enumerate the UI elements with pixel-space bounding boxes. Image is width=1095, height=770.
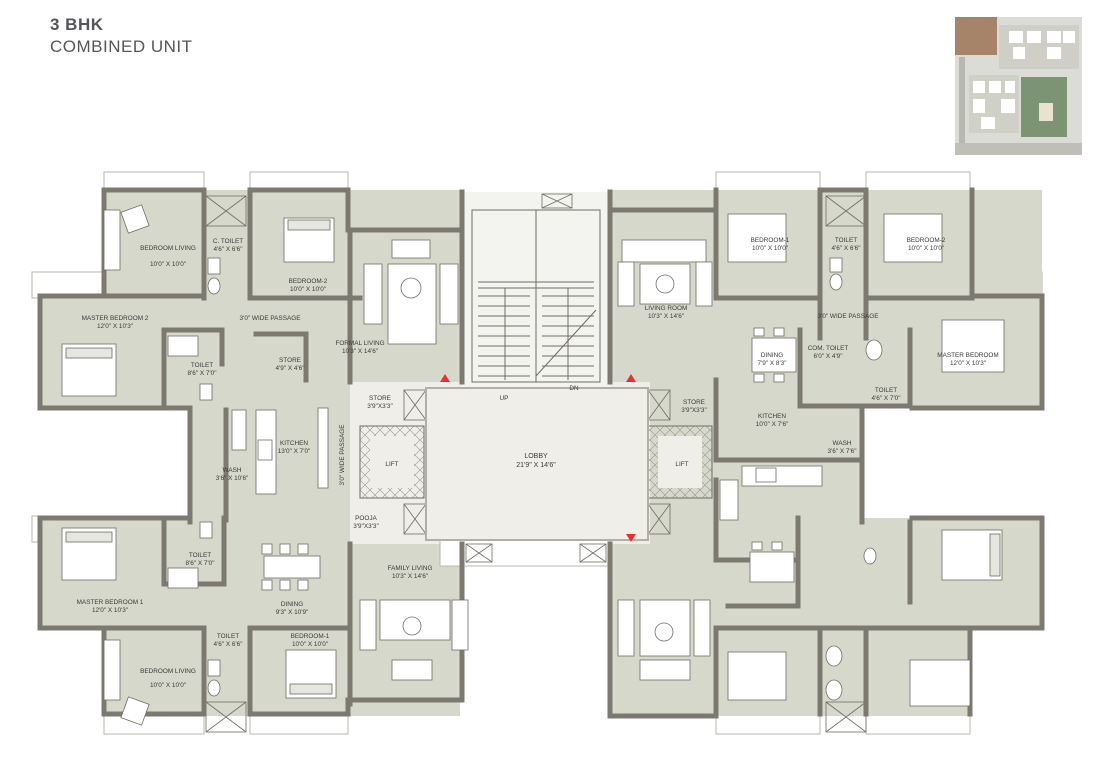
room-size: 10'0" X 10'0" [290, 286, 326, 293]
room-size: 8'6" X 7'0" [187, 370, 216, 377]
room-size: 3'9"X3'3" [367, 403, 392, 410]
room-label: BEDROOM-1 [751, 237, 790, 244]
lift-label: LIFT [675, 461, 688, 468]
keyplan-side-road [959, 57, 965, 143]
room-label: WASH [223, 467, 242, 474]
room-label: KITCHEN [280, 440, 308, 447]
room-size: 3'9"X3'3" [681, 407, 706, 414]
room-label: BEDROOM LIVING [140, 668, 196, 675]
room-size: 13'0" X 7'0" [278, 448, 311, 455]
room-size: 4'6" X 6'6" [831, 245, 860, 252]
kitchen-counters [231, 407, 823, 521]
room-label: MASTER BEDROOM 1 [77, 599, 144, 606]
key-plan-thumbnail [955, 17, 1082, 155]
room-label: STORE [369, 395, 391, 402]
lobby-size: 21'9" X 14'6" [516, 462, 556, 469]
living-furniture [103, 204, 713, 726]
room-label: DINING [281, 601, 303, 608]
room-size: 9'3" X 10'9" [276, 609, 309, 616]
room-label: STORE [683, 399, 705, 406]
room-size: 12'0" X 10'3" [92, 607, 128, 614]
room-size: 10'0" X 10'0" [908, 245, 944, 252]
room-size: 12'0" X 10'3" [97, 323, 133, 330]
room-label: BEDROOM-1 [291, 633, 330, 640]
room-size: 10'0" X 10'0" [150, 682, 186, 689]
room-size: 10'3" X 14'6" [342, 348, 378, 355]
room-label: BEDROOM-2 [907, 237, 946, 244]
room-label: POOJA [355, 515, 377, 522]
room-label: C. TOILET [213, 238, 243, 245]
room-label: WASH [833, 440, 852, 447]
room-label: FAMILY LIVING [388, 565, 433, 572]
keyplan-garden-feature [1039, 103, 1053, 121]
room-label: STORE [279, 357, 301, 364]
red-markers [440, 374, 636, 542]
room-label: TOILET [835, 237, 857, 244]
room-size: 4'6" X 7'0" [871, 395, 900, 402]
keyplan-road [955, 143, 1082, 155]
room-label: BEDROOM LIVING [140, 245, 196, 252]
room-label: KITCHEN [758, 413, 786, 420]
staircase [471, 209, 601, 383]
keyplan-brown-plot [955, 17, 997, 55]
room-size: 10'0" X 10'0" [150, 261, 186, 268]
room-size: 4'6" X 6'6" [213, 641, 242, 648]
room-size: 10'0" X 7'6" [756, 421, 789, 428]
room-size: 10'0" X 10'0" [292, 641, 328, 648]
room-label: TOILET [217, 633, 239, 640]
beds [61, 213, 1005, 707]
passage-label: 3'0" WIDE PASSAGE [339, 425, 346, 486]
room-size: 4'9" X 4'6" [275, 365, 304, 372]
room-label: LIVING ROOM [645, 305, 688, 312]
passage-label: 3'0" WIDE PASSAGE [818, 313, 879, 320]
stair-up-label: UP [500, 395, 509, 402]
keyplan-left-units [973, 81, 1015, 129]
room-size: 10'3" X 14'6" [648, 313, 684, 320]
room-label: MASTER BEDROOM [937, 352, 998, 359]
room-label: TOILET [875, 387, 897, 394]
lift-label: LIFT [385, 461, 398, 468]
dining-furniture [261, 327, 797, 591]
room-size: 10'3" X 14'6" [392, 573, 428, 580]
room-label: TOILET [191, 362, 213, 369]
keyplan-top-units [1009, 31, 1075, 59]
room-size: 3'6" X 10'6" [216, 475, 249, 482]
room-size: 12'0" X 10'3" [950, 360, 986, 367]
unit-type-title: 3 BHK [50, 15, 104, 34]
room-size: 8'6" X 7'0" [185, 560, 214, 567]
room-label: TOILET [189, 552, 211, 559]
walls [37, 187, 1045, 719]
lift-shafts [359, 425, 713, 499]
passage-label: 3'0" WIDE PASSAGE [240, 315, 301, 322]
lobby-border [425, 387, 649, 541]
room-label: DINING [761, 352, 783, 359]
room-size: 7'9" X 8'3" [757, 360, 786, 367]
room-size: 4'6" X 6'6" [213, 246, 242, 253]
stair-down-label: DN [569, 385, 579, 392]
room-labels: BEDROOM LIVING 10'0" X 10'0" C. TOILET 4… [77, 237, 999, 689]
plan-title-block: 3 BHK COMBINED UNIT [50, 14, 193, 58]
room-label: COM. TOILET [808, 345, 849, 352]
room-label: MASTER BEDROOM 2 [82, 315, 149, 322]
room-label: BEDROOM-2 [289, 278, 328, 285]
unit-subtitle: COMBINED UNIT [50, 37, 193, 56]
sanitary-fixtures [167, 257, 883, 701]
room-size: 6'0" X 4'9" [813, 353, 842, 360]
room-size: 10'0" X 10'0" [752, 245, 788, 252]
room-size: 3'9"X3'3" [353, 523, 378, 530]
room-size: 3'6" X 7'6" [827, 448, 856, 455]
room-label: FORMAL LIVING [335, 340, 384, 347]
lobby-label: LOBBY [524, 453, 548, 460]
